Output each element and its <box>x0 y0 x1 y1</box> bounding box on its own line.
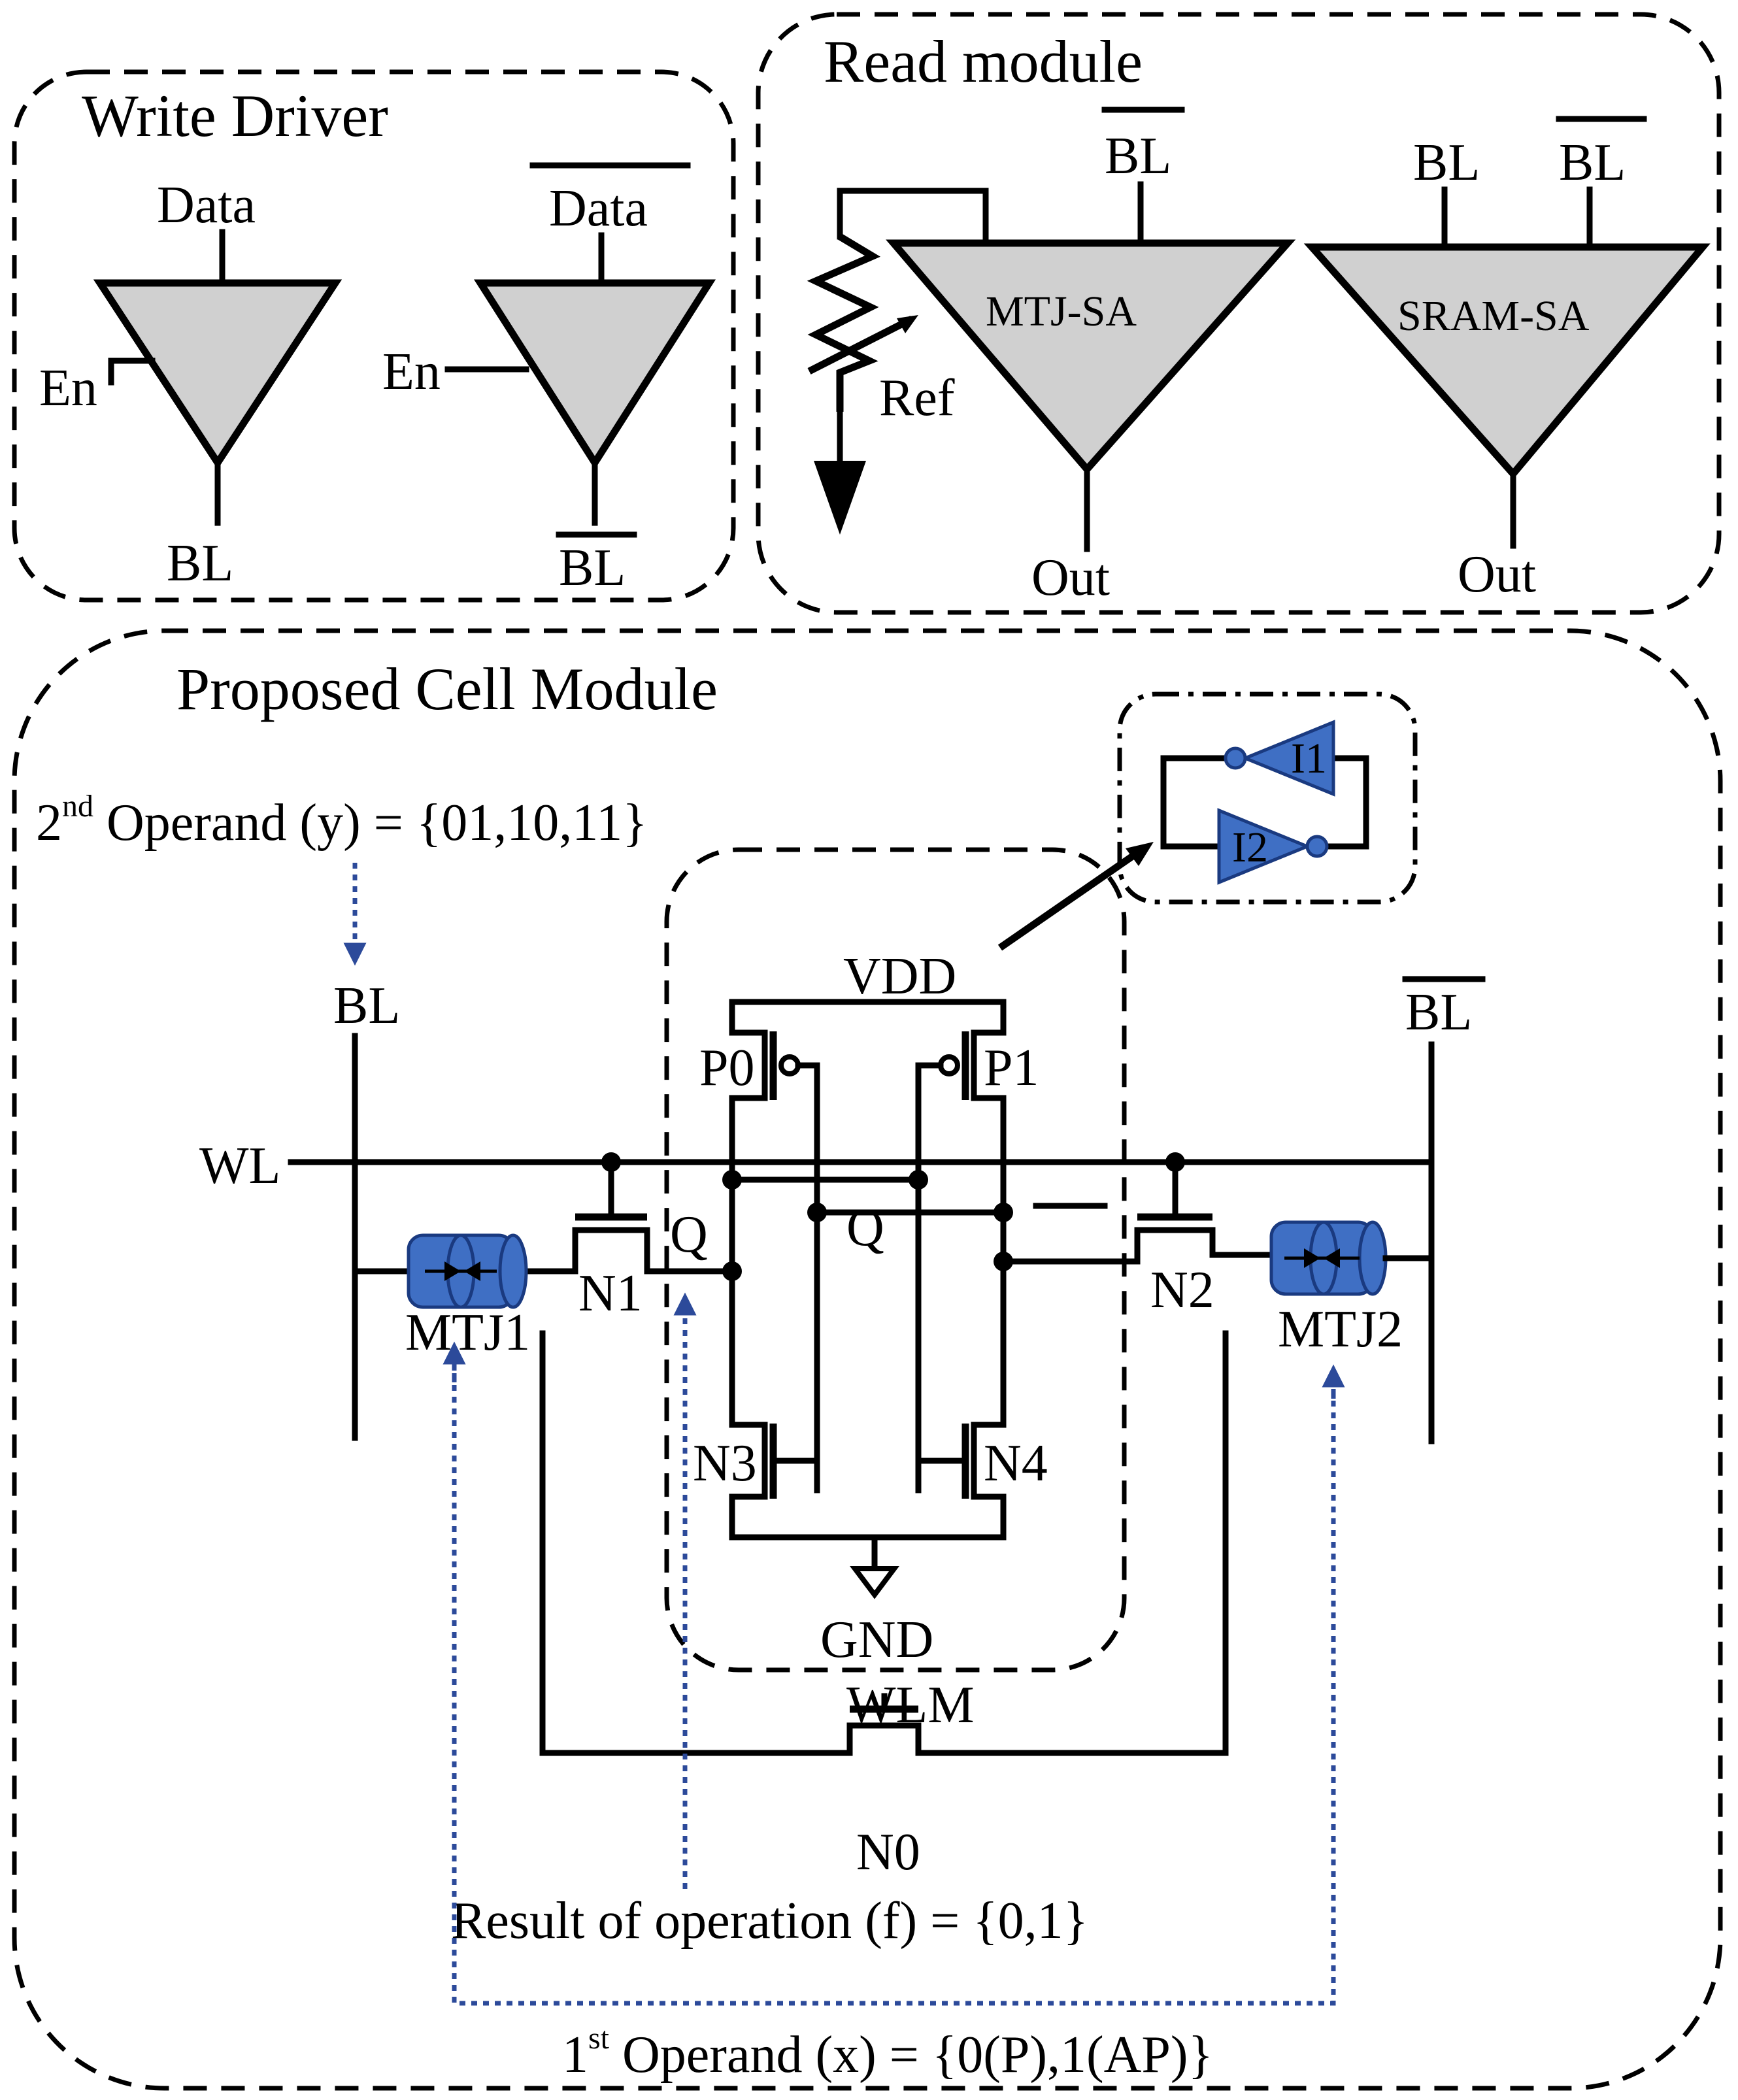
read-module-box <box>756 12 1722 615</box>
mtj1-label: MTJ1 <box>405 1304 530 1361</box>
result-label: Result of operation (f) = {0,1} <box>451 1892 1088 1950</box>
mtj2-device: MTJ2 <box>1269 1220 1435 1358</box>
operand1-sup: st <box>588 2021 610 2056</box>
inverter-i1-icon <box>1241 720 1335 797</box>
mtj-sa-triangle <box>886 239 1296 475</box>
qb-label: Q <box>846 1199 884 1257</box>
n2-label: N2 <box>1150 1261 1214 1319</box>
mtj1-device: MTJ1 <box>352 1233 530 1361</box>
mtj-sense-amp: BL MTJ-SA Out Ref <box>807 107 1296 607</box>
transistor-p0: P0 <box>699 1029 820 1493</box>
sram-sense-amp: BL BL SRAM-SA Out <box>1303 116 1711 603</box>
write-driver-title: Write Driver <box>82 82 388 149</box>
transistor-p1: P1 <box>915 1029 1039 1493</box>
cross-coupled-inverters-inset: I1 I2 <box>1117 692 1418 905</box>
transistor-n4: N4 <box>915 1422 1048 1541</box>
write-driver-right: Data En BL <box>382 162 716 597</box>
bl-label: BL <box>333 977 400 1035</box>
operand2-label: 2nd Operand (y) = {01,10,11} <box>36 789 648 852</box>
reference-resistor: Ref <box>807 188 989 535</box>
inverter-i1-label: I1 <box>1291 735 1327 782</box>
inverter-inset-box <box>1117 692 1418 905</box>
transistor-n2: N2 <box>1000 1159 1284 1319</box>
mtj2-arrow-icon <box>1304 1248 1320 1268</box>
p1-label: P1 <box>984 1039 1039 1097</box>
sram-sa-triangle <box>1303 243 1711 480</box>
vdd-label: VDD <box>843 948 956 1005</box>
sram-sa-blb-label: BL <box>1559 134 1626 192</box>
q-label: Q <box>670 1206 708 1263</box>
wl-label: WL <box>199 1137 280 1195</box>
transistor-n0: WLM N0 <box>539 1330 1229 1881</box>
ground-icon <box>850 1566 899 1599</box>
operand1-prefix: 1 <box>562 2026 588 2084</box>
wlm-label: WLM <box>846 1676 975 1734</box>
n1-label: N1 <box>578 1265 643 1322</box>
transistor-n3: N3 <box>693 1422 1007 1541</box>
n4-label: N4 <box>984 1435 1048 1492</box>
write-driver-left-triangle <box>93 279 343 470</box>
write-bl-left-label: BL <box>167 535 233 592</box>
write-driver-module: Write Driver Data En BL Data En BL <box>12 69 736 603</box>
n0-label: N0 <box>856 1824 920 1881</box>
inverter-i2-icon <box>1217 808 1312 885</box>
mtj-sa-label: MTJ-SA <box>986 288 1137 335</box>
inverter-i2-label: I2 <box>1232 824 1268 871</box>
write-blb-label: BL <box>559 539 626 597</box>
write-data-label: Data <box>157 176 256 234</box>
write-en-right-label: En <box>382 343 441 401</box>
operand2-sup: nd <box>62 789 93 824</box>
cell-module-box <box>12 628 1723 2091</box>
n3-label: N3 <box>693 1435 757 1492</box>
mtj-sa-blb-label: BL <box>1105 127 1171 185</box>
transistor-n1: N1 <box>513 1159 735 1322</box>
mtj2-label: MTJ2 <box>1278 1301 1403 1358</box>
gnd-label: GND <box>820 1611 933 1669</box>
mtj-sa-ref-label: Ref <box>879 369 955 427</box>
write-driver-left: Data En BL <box>39 176 343 592</box>
read-module: Read module BL MTJ-SA Out Ref BL <box>756 12 1722 615</box>
operand1-text: Operand (x) = {0(P),1(AP)} <box>609 2026 1213 2084</box>
mtj1-arrow-icon <box>444 1261 461 1281</box>
operand1-label: 1st Operand (x) = {0(P),1(AP)} <box>562 2021 1213 2084</box>
inset-pointer-arrow <box>997 845 1146 951</box>
p0-label: P0 <box>699 1039 755 1097</box>
write-en-left-label: En <box>39 359 97 417</box>
read-module-title: Read module <box>824 28 1143 95</box>
cell-module-title: Proposed Cell Module <box>176 656 718 722</box>
blb-label: BL <box>1405 984 1472 1041</box>
sram-sa-label: SRAM-SA <box>1397 292 1590 340</box>
write-data-bar-label: Data <box>549 180 648 237</box>
operand2-prefix: 2 <box>36 794 62 852</box>
mtj-sa-out-label: Out <box>1031 549 1110 607</box>
write-driver-box <box>12 69 736 603</box>
ground-arrow-icon <box>814 461 866 535</box>
sram-sa-out-label: Out <box>1458 546 1536 603</box>
sram-sa-bl-label: BL <box>1413 134 1480 192</box>
operand2-text: Operand (y) = {01,10,11} <box>93 794 648 852</box>
write-driver-right-triangle <box>473 279 716 470</box>
proposed-cell-module: Proposed Cell Module 2nd Operand (y) = {… <box>12 628 1723 2091</box>
